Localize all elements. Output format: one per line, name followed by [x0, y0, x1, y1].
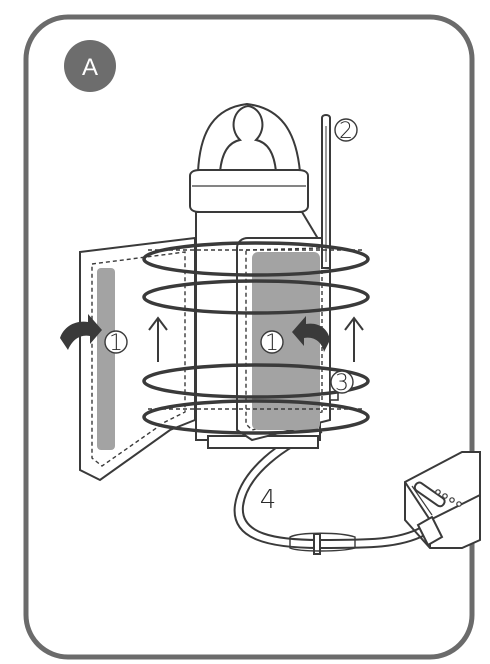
power-bank: [404, 451, 481, 549]
strap-rings: [142, 241, 370, 435]
panel-badge-letter: A: [82, 54, 98, 81]
svg-text:1: 1: [109, 331, 123, 356]
step-1-left-label: 1: [104, 330, 128, 356]
step-2-label: 2: [334, 118, 358, 144]
up-arrows: [148, 316, 364, 362]
right-heating-pad: [252, 252, 320, 430]
step-4-label: 4: [260, 485, 277, 515]
left-heating-pad: [97, 268, 115, 450]
step-3-label: 3: [330, 370, 354, 396]
step-1-right-label: 1: [260, 330, 284, 356]
battery-indicator-dots: [435, 489, 462, 507]
svg-text:3: 3: [335, 371, 349, 396]
svg-text:2: 2: [339, 119, 353, 144]
panel-badge: A: [64, 40, 116, 92]
temperature-probe: [321, 114, 331, 269]
usb-cable: [233, 424, 444, 555]
panel-frame: [23, 14, 475, 660]
left-warmer-panel: [79, 236, 196, 482]
fold-arrow-right: [292, 316, 330, 352]
fold-arrow-left: [60, 314, 102, 350]
strap-guides: [148, 249, 365, 410]
right-warmer-panel: [236, 237, 339, 442]
svg-text:1: 1: [265, 331, 279, 356]
